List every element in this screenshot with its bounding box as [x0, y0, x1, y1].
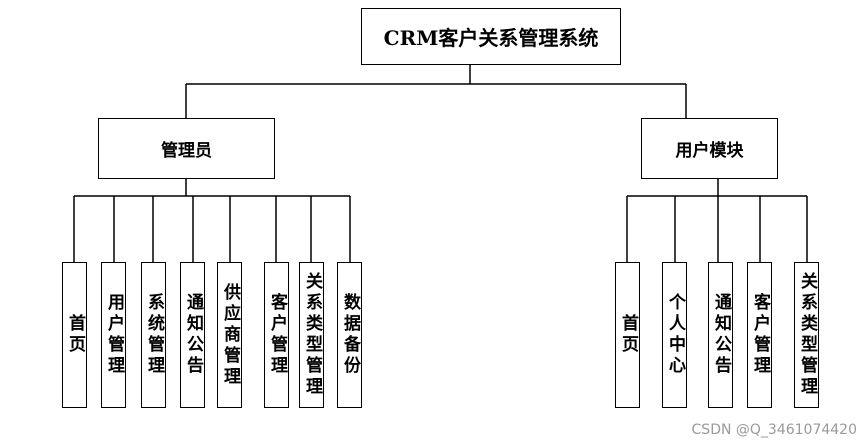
admin-group-node: 管理员 [98, 118, 275, 179]
admin-leaf-customer-management: 客户管理 [264, 262, 289, 408]
user-leaf-relation-type-management: 关系类型管理 [794, 262, 819, 408]
leaf-label: 关系类型管理 [797, 272, 817, 398]
admin-leaf-system-management: 系统管理 [141, 262, 166, 408]
leaf-label: 通知公告 [183, 293, 203, 377]
leaf-label: 供应商管理 [220, 282, 240, 388]
user-leaf-notice: 通知公告 [708, 262, 733, 408]
leaf-label: 客户管理 [267, 293, 287, 377]
leaf-label: 个人中心 [665, 293, 685, 377]
admin-leaf-data-backup: 数据备份 [337, 262, 362, 408]
leaf-label: 首页 [618, 314, 638, 356]
leaf-label: 数据备份 [340, 293, 360, 377]
user-module-group-node: 用户模块 [641, 118, 778, 179]
admin-leaf-supplier-management: 供应商管理 [217, 262, 242, 408]
user-leaf-home: 首页 [615, 262, 640, 408]
user-leaf-customer-management: 客户管理 [747, 262, 772, 408]
leaf-label: 系统管理 [144, 293, 164, 377]
admin-leaf-notice: 通知公告 [180, 262, 205, 408]
leaf-label: 客户管理 [750, 293, 770, 377]
leaf-label: 关系类型管理 [302, 272, 322, 398]
leaf-label: 通知公告 [711, 293, 731, 377]
root-label: CRM客户关系管理系统 [383, 26, 599, 50]
admin-leaf-relation-type-management: 关系类型管理 [299, 262, 324, 408]
leaf-label: 用户管理 [104, 293, 124, 377]
admin-leaf-user-management: 用户管理 [101, 262, 126, 408]
user-module-group-label: 用户模块 [675, 141, 744, 161]
admin-group-label: 管理员 [161, 141, 212, 161]
admin-leaf-home: 首页 [62, 262, 87, 408]
root-node: CRM客户关系管理系统 [361, 8, 621, 65]
leaf-label: 首页 [65, 314, 85, 356]
watermark-text: CSDN @Q_3461074420 [691, 422, 857, 438]
user-leaf-personal-center: 个人中心 [662, 262, 687, 408]
